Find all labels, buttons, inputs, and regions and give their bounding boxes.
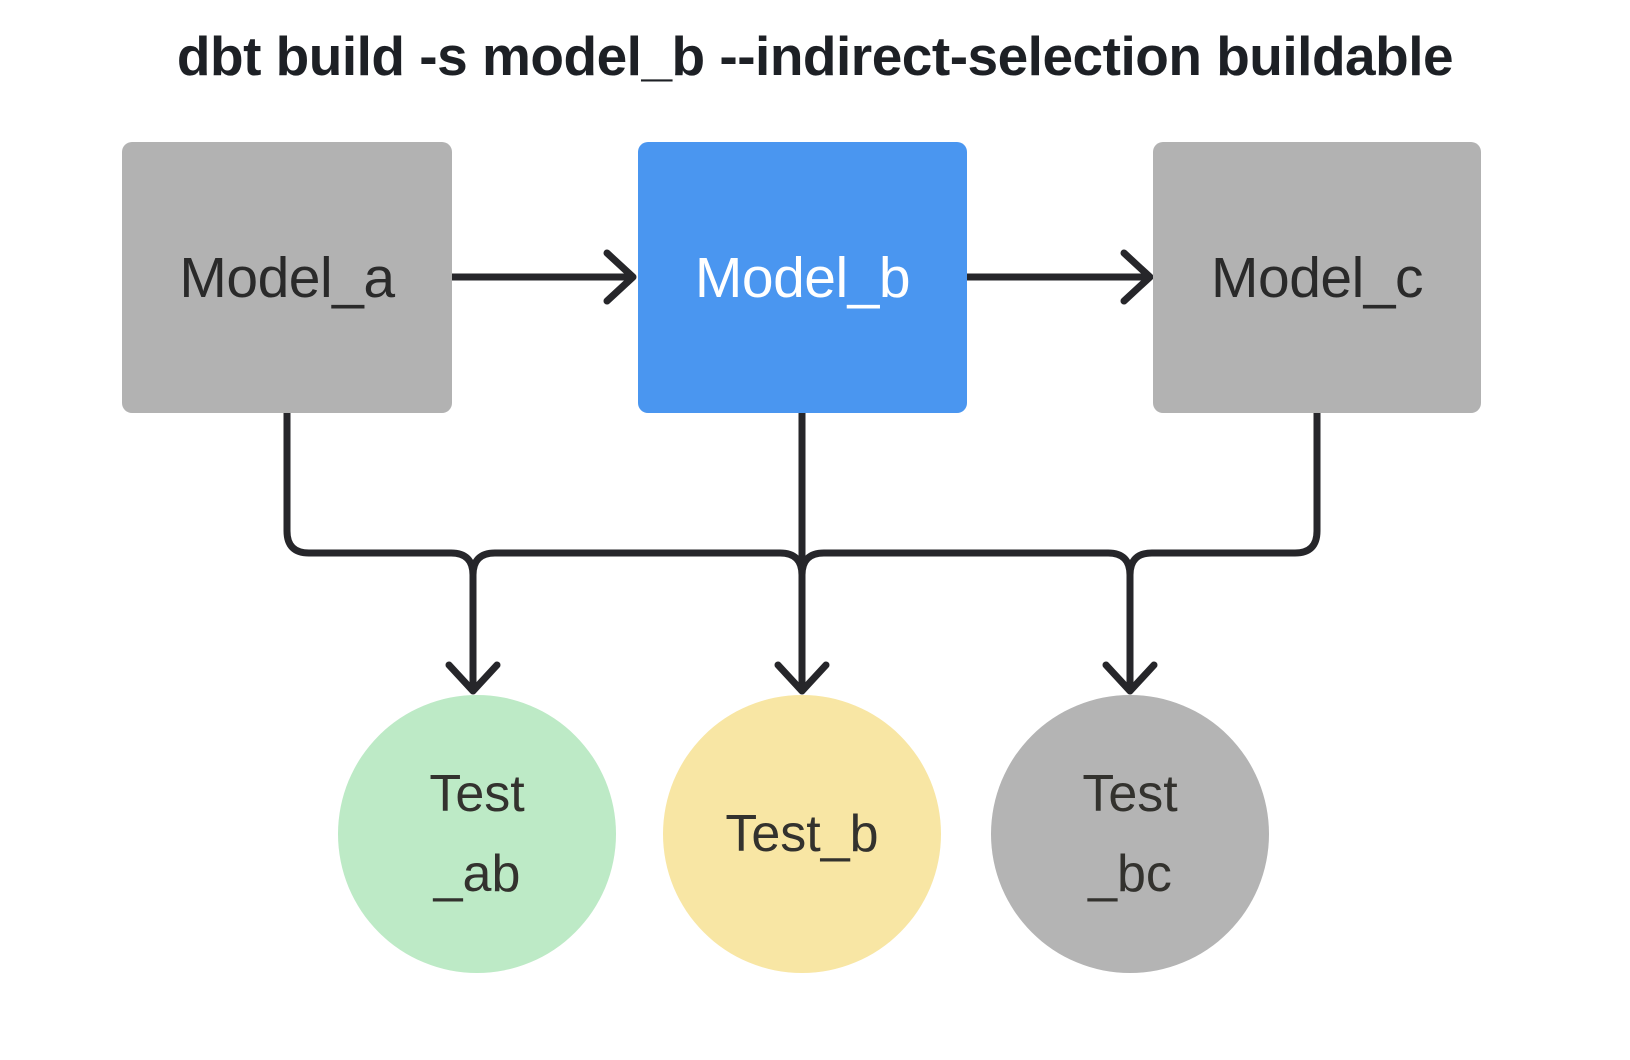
node-model-c-label: Model_c [1211, 245, 1423, 310]
edge-bus-left-segment [469, 549, 806, 579]
edge-model-b-test-b [774, 409, 830, 695]
node-test-bc-label-line2: _bc [1088, 845, 1172, 903]
node-test-b-label-line1: Test_b [725, 804, 879, 863]
node-test-b: Test_b [663, 695, 941, 973]
edge-bus-right-segment [798, 549, 1134, 579]
node-model-a: Model_a [122, 142, 452, 413]
edge-bus-test-ab [445, 571, 501, 695]
edge-model-b-model-c [963, 249, 1154, 305]
edge-model-c-bus [1126, 409, 1321, 579]
node-test-bc: Test _bc [991, 695, 1269, 973]
edge-bus-test-bc [1102, 571, 1158, 695]
node-model-a-label: Model_a [179, 245, 395, 310]
node-test-ab-label-line1: Test [429, 764, 525, 823]
node-test-ab: Test _ab [338, 695, 616, 973]
node-model-c: Model_c [1153, 142, 1481, 413]
edge-model-a-bus [283, 409, 477, 579]
node-test-bc-label-line1: Test [1082, 764, 1178, 823]
diagram-title: dbt build -s model_b --indirect-selectio… [176, 25, 1454, 87]
node-model-b-label: Model_b [694, 245, 911, 310]
node-model-b: Model_b [638, 142, 967, 413]
edge-model-a-model-b [448, 249, 637, 305]
node-test-ab-label-line2: _ab [433, 845, 521, 903]
